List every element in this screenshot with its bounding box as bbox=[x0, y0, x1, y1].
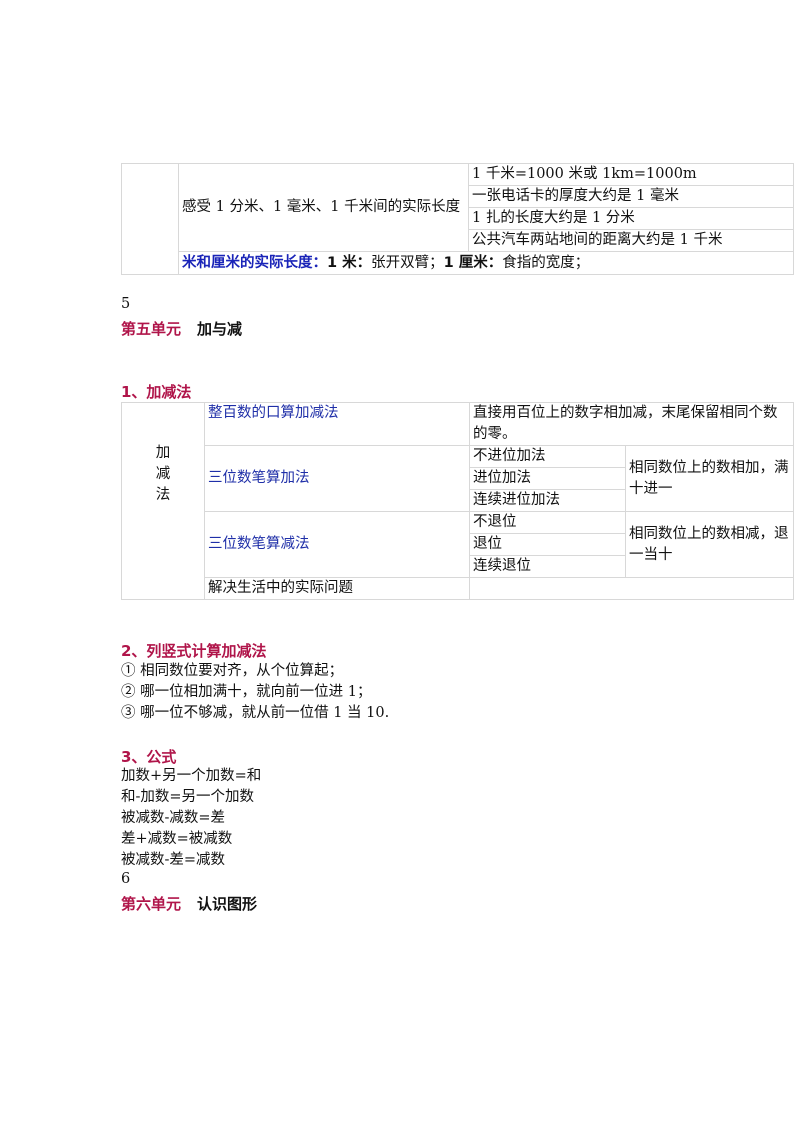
length-item: 1 千米=1000 米或 1km=1000m bbox=[468, 163, 794, 186]
page-number-6: 6 bbox=[121, 871, 131, 887]
length-item: 一张电话卡的厚度大约是 1 毫米 bbox=[468, 185, 794, 208]
addition-item: 不进位加法 bbox=[469, 445, 626, 468]
topic-hundreds: 整百数的口算加减法 bbox=[204, 402, 470, 446]
length-table: 感受 1 分米、1 毫米、1 千米间的实际长度 1 千米=1000 米或 1km… bbox=[121, 163, 794, 275]
subtraction-item: 退位 bbox=[469, 533, 626, 556]
side-char: 加 bbox=[155, 445, 171, 461]
list-item: ① 相同数位要对齐，从个位算起； bbox=[121, 663, 344, 679]
sec1-title: 1、加减法 bbox=[121, 383, 192, 401]
meter-text: 张开双臂； bbox=[371, 254, 444, 271]
sec3-list: 加数+另一个加数=和 和-加数=另一个加数 被减数-减数=差 差+减数=被减数 … bbox=[121, 766, 261, 871]
addition-item: 连续进位加法 bbox=[469, 489, 626, 512]
formula-item: 和-加数=另一个加数 bbox=[121, 789, 255, 805]
formula-item: 差+减数=被减数 bbox=[121, 831, 233, 847]
length-bottom-row: 米和厘米的实际长度：1 米：张开双臂；1 厘米：食指的宽度； bbox=[178, 251, 794, 275]
unit5-label: 第五单元 bbox=[121, 320, 182, 338]
subtraction-item: 不退位 bbox=[469, 511, 626, 534]
formula-item: 被减数-减数=差 bbox=[121, 810, 226, 826]
unit6-label: 第六单元 bbox=[121, 895, 182, 913]
subtraction-rule: 相同数位上的数相减，退一当十 bbox=[625, 511, 794, 578]
list-item: ② 哪一位相加满十，就向前一位进 1； bbox=[121, 684, 372, 700]
addsub-side-label: 加 减 法 bbox=[121, 402, 205, 600]
addsub-table: 加 减 法 整百数的口算加减法 直接用百位上的数字相加减，末尾保留相同个数的零。… bbox=[121, 402, 794, 600]
subtraction-item: 连续退位 bbox=[469, 555, 626, 578]
length-item: 1 扎的长度大约是 1 分米 bbox=[468, 207, 794, 230]
addition-item: 进位加法 bbox=[469, 467, 626, 490]
meter-label: 1 米： bbox=[327, 254, 372, 271]
topic-real-life: 解决生活中的实际问题 bbox=[204, 577, 470, 600]
topic-subtraction: 三位数笔算减法 bbox=[204, 511, 470, 578]
length-table-heading: 感受 1 分米、1 毫米、1 千米间的实际长度 bbox=[178, 163, 469, 252]
side-char: 减 bbox=[155, 466, 171, 482]
sec2-title: 2、列竖式计算加减法 bbox=[121, 642, 267, 660]
side-char: 法 bbox=[155, 487, 171, 503]
sec3-title: 3、公式 bbox=[121, 748, 177, 766]
unit5-heading: 第五单元加与减 bbox=[121, 318, 242, 339]
page-number-5: 5 bbox=[121, 296, 131, 312]
formula-item: 被减数-差=减数 bbox=[121, 852, 226, 868]
desc-hundreds: 直接用百位上的数字相加减，末尾保留相同个数的零。 bbox=[469, 402, 794, 446]
addition-rule: 相同数位上的数相加，满十进一 bbox=[625, 445, 794, 512]
unit5-name: 加与减 bbox=[197, 320, 243, 338]
length-bottom-label: 米和厘米的实际长度： bbox=[182, 254, 327, 271]
centimeter-label: 1 厘米： bbox=[443, 254, 503, 271]
sec2-list: ① 相同数位要对齐，从个位算起； ② 哪一位相加满十，就向前一位进 1； ③ 哪… bbox=[121, 661, 389, 724]
unit6-name: 认识图形 bbox=[197, 895, 258, 913]
list-item: ③ 哪一位不够减，就从前一位借 1 当 10. bbox=[121, 705, 390, 721]
length-heading-text: 感受 1 分米、1 毫米、1 千米间的实际长度 bbox=[182, 199, 461, 215]
length-table-side-cell bbox=[121, 163, 179, 275]
empty-cell bbox=[469, 577, 794, 600]
topic-addition: 三位数笔算加法 bbox=[204, 445, 470, 512]
unit6-heading: 第六单元认识图形 bbox=[121, 893, 257, 914]
length-item: 公共汽车两站地间的距离大约是 1 千米 bbox=[468, 229, 794, 252]
centimeter-text: 食指的宽度； bbox=[502, 254, 590, 271]
formula-item: 加数+另一个加数=和 bbox=[121, 768, 262, 784]
